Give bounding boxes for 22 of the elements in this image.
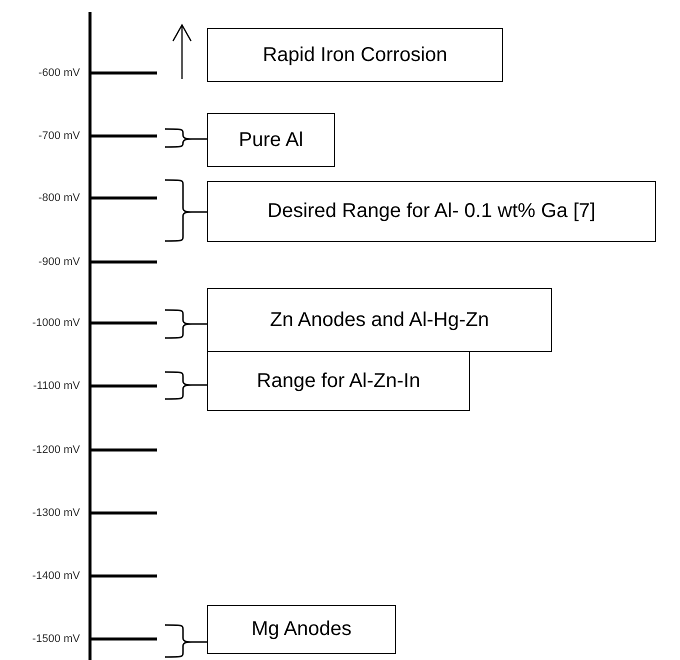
label-box xyxy=(207,351,470,411)
tick-label: -600 mV xyxy=(37,67,80,79)
tick-label: -700 mV xyxy=(37,130,80,142)
label-box xyxy=(207,605,396,654)
label-box xyxy=(207,113,335,167)
box-text: Range for Al-Zn-In xyxy=(256,370,420,392)
box-text: Zn Anodes and Al-Hg-Zn xyxy=(270,308,489,332)
tick-label: -800 mV xyxy=(37,192,80,204)
tick-label: -1100 mV xyxy=(32,380,80,392)
label-box xyxy=(207,288,552,352)
tick-label: -900 mV xyxy=(37,256,80,268)
tick-label: -1400 mV xyxy=(31,570,80,582)
box-text: Rapid Iron Corrosion xyxy=(262,44,448,66)
box-text: Desired Range for Al- 0.1 wt% Ga [7] xyxy=(268,200,596,223)
box-text: Mg Anodes xyxy=(251,618,352,641)
label-box xyxy=(207,181,656,242)
box-text: Pure Al xyxy=(238,128,304,152)
tick-label: -1000 mV xyxy=(31,317,80,329)
tick-label: -1300 mV xyxy=(31,507,80,519)
tick-label: -1200 mV xyxy=(31,444,80,456)
label-box xyxy=(207,28,503,82)
tick-label: -1500 mV xyxy=(31,633,80,645)
